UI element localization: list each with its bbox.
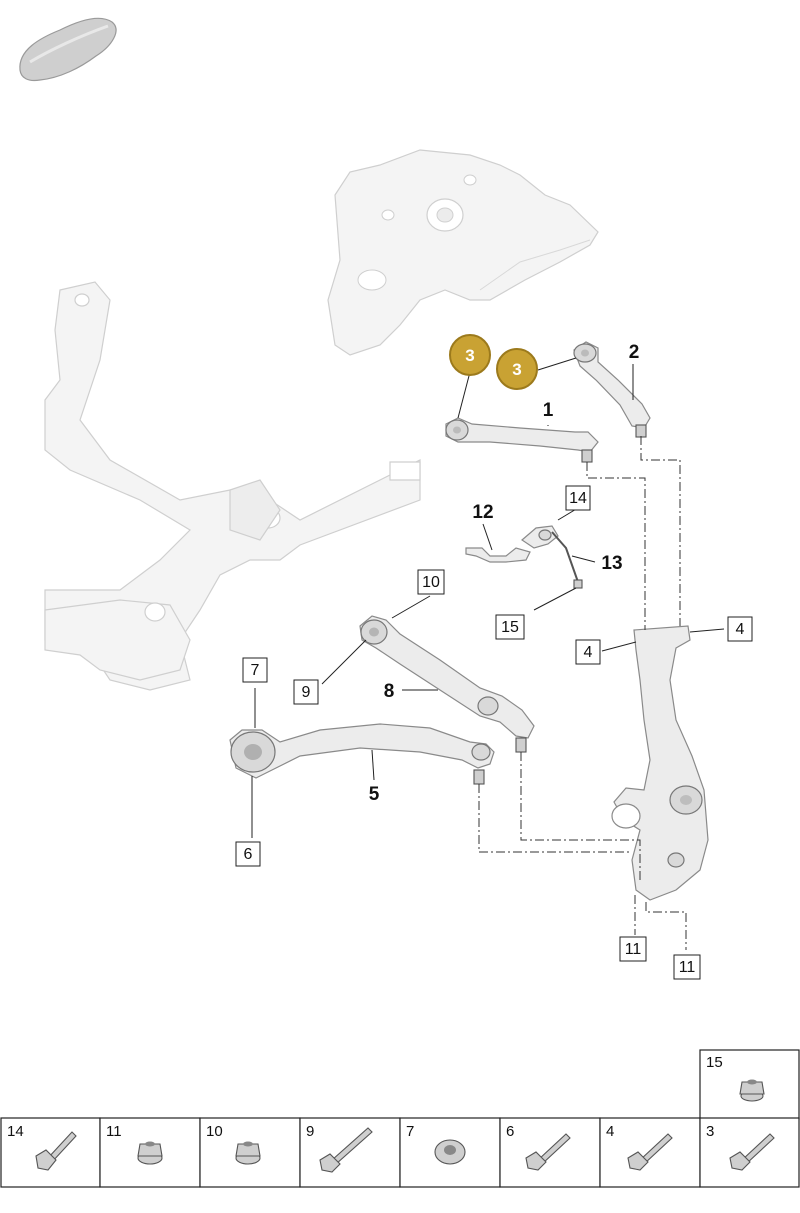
bolt-icon bbox=[525, 1133, 571, 1171]
bolt-icon bbox=[35, 1131, 77, 1171]
bolt-icon bbox=[627, 1133, 673, 1171]
svg-text:6: 6 bbox=[506, 1123, 514, 1140]
hardware-cell-10[interactable]: 10 bbox=[199, 1117, 301, 1188]
callout-2: 2 bbox=[629, 342, 640, 363]
svg-text:11: 11 bbox=[625, 941, 642, 958]
svg-text:7: 7 bbox=[406, 1123, 414, 1140]
svg-text:14: 14 bbox=[7, 1123, 24, 1140]
svg-text:9: 9 bbox=[306, 1123, 314, 1140]
nut-icon bbox=[137, 1141, 163, 1165]
svg-text:11: 11 bbox=[106, 1123, 122, 1140]
svg-text:9: 9 bbox=[302, 684, 311, 701]
svg-text:3: 3 bbox=[706, 1123, 714, 1140]
svg-text:4: 4 bbox=[606, 1123, 614, 1140]
hardware-cell-15[interactable]: 15 bbox=[699, 1049, 800, 1120]
callout-4-box-b[interactable]: 4 bbox=[727, 616, 753, 642]
svg-text:7: 7 bbox=[251, 662, 260, 679]
callout-6-box[interactable]: 6 bbox=[235, 841, 261, 867]
svg-text:4: 4 bbox=[736, 621, 745, 638]
svg-text:4: 4 bbox=[584, 644, 593, 661]
hardware-cell-4[interactable]: 4 bbox=[599, 1117, 701, 1188]
svg-text:10: 10 bbox=[206, 1123, 223, 1140]
nut-icon bbox=[235, 1141, 261, 1165]
hardware-cell-6[interactable]: 6 bbox=[499, 1117, 601, 1188]
bracket-12[interactable] bbox=[465, 547, 531, 563]
callout-9-box[interactable]: 9 bbox=[293, 679, 319, 705]
upper-control-link-2[interactable] bbox=[573, 341, 651, 438]
svg-text:15: 15 bbox=[501, 619, 519, 636]
svg-text:15: 15 bbox=[706, 1054, 723, 1071]
flange-nut-icon bbox=[739, 1079, 765, 1102]
long-bolt-icon bbox=[319, 1127, 373, 1173]
callout-12: 12 bbox=[472, 502, 493, 523]
callout-11-box-a[interactable]: 11 bbox=[619, 936, 647, 962]
hardware-cell-14[interactable]: 14 bbox=[0, 1117, 101, 1188]
svg-text:6: 6 bbox=[244, 846, 253, 863]
lower-control-arm-5[interactable] bbox=[229, 723, 495, 785]
callout-11-box-b[interactable]: 11 bbox=[673, 954, 701, 980]
svg-text:10: 10 bbox=[422, 574, 440, 591]
callout-3-highlight-a[interactable]: 3 bbox=[449, 334, 491, 376]
callout-7-box[interactable]: 7 bbox=[242, 657, 268, 683]
callout-5: 5 bbox=[369, 784, 380, 805]
hardware-cell-11[interactable]: 11 bbox=[99, 1117, 201, 1188]
svg-text:3: 3 bbox=[465, 346, 474, 365]
svg-text:11: 11 bbox=[679, 959, 696, 976]
callout-10-box[interactable]: 10 bbox=[417, 569, 445, 595]
hardware-cell-3[interactable]: 3 bbox=[699, 1117, 800, 1188]
lower-control-link-8[interactable] bbox=[359, 615, 535, 753]
callout-4-box-a[interactable]: 4 bbox=[575, 639, 601, 665]
vehicle-thumbnail-icon[interactable] bbox=[19, 17, 117, 82]
upper-control-arm-1[interactable] bbox=[445, 417, 599, 463]
subframe-ghost bbox=[44, 281, 421, 691]
svg-text:14: 14 bbox=[569, 490, 587, 507]
callout-15-box[interactable]: 15 bbox=[495, 614, 525, 640]
strut-tower-ghost bbox=[327, 149, 599, 356]
callout-8: 8 bbox=[384, 681, 395, 702]
callout-13: 13 bbox=[601, 553, 622, 574]
callout-1: 1 bbox=[543, 400, 554, 421]
callout-14-box[interactable]: 14 bbox=[565, 485, 591, 511]
wheel-carrier[interactable] bbox=[611, 625, 709, 901]
level-sensor-13[interactable] bbox=[521, 525, 583, 589]
bolt-icon bbox=[729, 1133, 775, 1171]
hardware-strip: 15 14 11 10 bbox=[0, 1049, 800, 1188]
leader-lines bbox=[251, 357, 725, 838]
hardware-cell-7[interactable]: 7 bbox=[399, 1117, 501, 1188]
hardware-cell-9[interactable]: 9 bbox=[299, 1117, 401, 1188]
assembly-lines bbox=[478, 436, 687, 950]
svg-text:3: 3 bbox=[512, 360, 521, 379]
washer-icon bbox=[434, 1139, 466, 1165]
callout-3-highlight-b[interactable]: 3 bbox=[496, 348, 538, 390]
